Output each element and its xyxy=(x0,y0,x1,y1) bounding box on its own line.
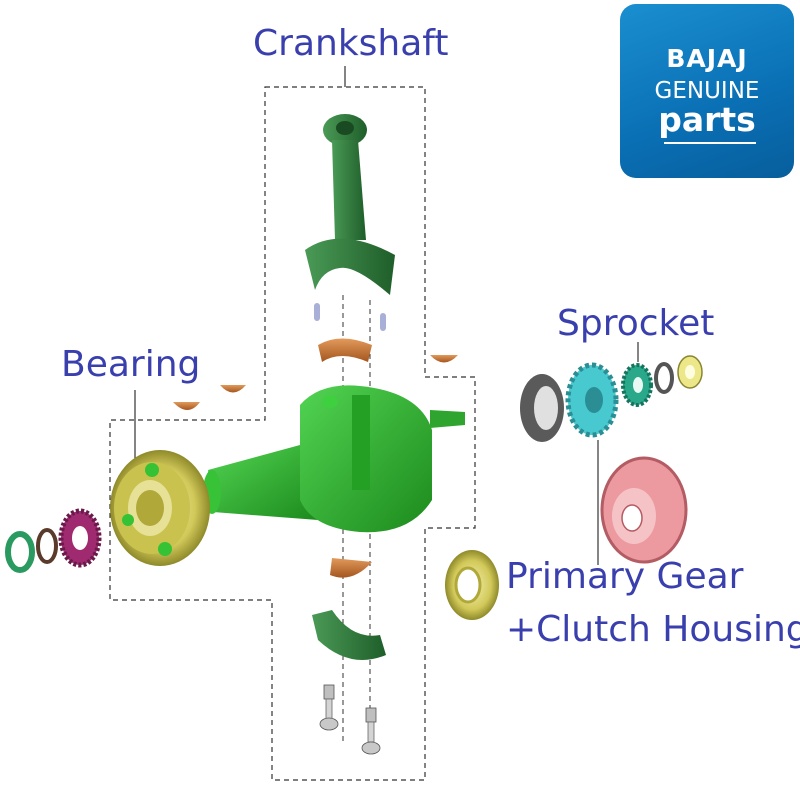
gearbox-bearing xyxy=(445,550,499,620)
logo-underline xyxy=(664,142,756,144)
sprocket-washer xyxy=(654,362,674,394)
crankshaft-label: Crankshaft xyxy=(253,23,449,64)
rod-bolt xyxy=(361,707,381,755)
sprocket-label: Sprocket xyxy=(557,303,715,344)
crankshaft xyxy=(203,385,465,533)
connecting-rod-cap xyxy=(312,610,386,660)
clutch-housing xyxy=(600,456,688,564)
upper-bearing-shell xyxy=(318,338,372,362)
woodruff-key xyxy=(430,355,458,363)
rod-bolt xyxy=(319,684,339,731)
connecting-rod xyxy=(305,114,395,295)
woodruff-key xyxy=(220,385,246,393)
bearing-label: Bearing xyxy=(61,344,201,385)
logo-parts-text: parts xyxy=(658,100,756,139)
logo-brand-text: BAJAJ xyxy=(666,44,748,73)
primary-gear-label: Primary Gear xyxy=(506,556,744,597)
crankshaft-bearing xyxy=(110,450,210,566)
woodruff-key xyxy=(173,402,200,410)
logo-genuine-text: GENUINE xyxy=(654,78,760,104)
crankshaft-group-outline xyxy=(109,86,476,781)
primary-drive-gear xyxy=(565,362,619,438)
dowel-pin xyxy=(314,303,320,321)
clutch-housing-label: +Clutch Housing xyxy=(506,609,800,650)
bajaj-genuine-parts-logo: BAJAJ GENUINE parts xyxy=(620,4,794,178)
sprocket-nut xyxy=(677,355,703,389)
sprocket-gear xyxy=(621,363,653,407)
lower-bearing-shell xyxy=(330,558,372,578)
oil-seal xyxy=(520,374,564,442)
dowel-pin xyxy=(380,313,386,331)
left-washers-and-gear xyxy=(5,508,102,573)
